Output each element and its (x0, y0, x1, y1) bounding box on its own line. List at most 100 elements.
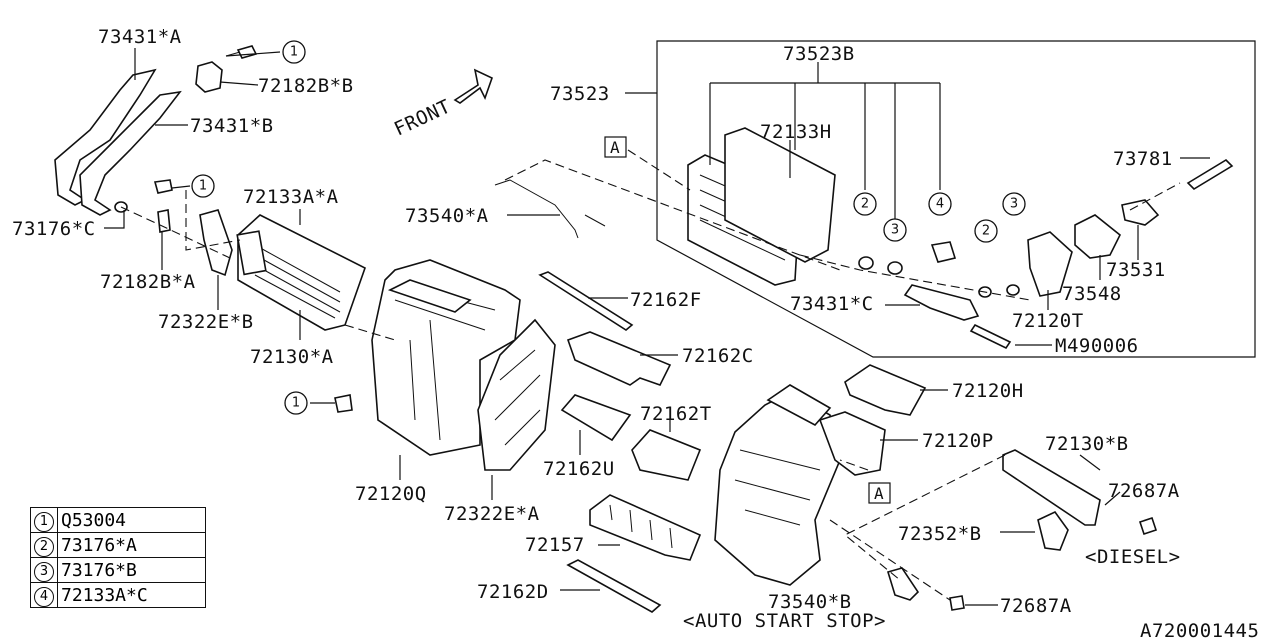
label-72322ea: 72322E*A (444, 503, 540, 525)
front-arrow: FRONT (391, 68, 493, 141)
duct-72120p (818, 411, 886, 476)
label-72120h: 72120H (952, 380, 1024, 402)
label-72162f: 72162F (630, 289, 702, 311)
svg-text:1: 1 (199, 179, 207, 194)
partition-72322e-a (477, 318, 556, 471)
label-72130b: 72130*B (1045, 433, 1129, 455)
label-auto-start-stop: <AUTO START STOP> (683, 610, 886, 632)
callout-3-upper: 3 (883, 218, 907, 242)
callout-3-lower: 3 (1002, 192, 1026, 216)
legend-part: Q53004 (57, 507, 206, 533)
legend-part: 72133A*C (57, 582, 206, 608)
label-72133aa: 72133A*A (243, 186, 339, 208)
ref-a-upper-label: A (610, 138, 620, 157)
legend-num: 2 (34, 536, 54, 557)
label-73431b: 73431*B (190, 115, 274, 137)
bolt-72687a-lower (949, 595, 965, 611)
legend-part: 73176*A (57, 532, 206, 558)
label-72352b: 72352*B (898, 523, 982, 545)
label-72182ba: 72182B*A (100, 271, 196, 293)
legend-row: 3 73176*B (30, 557, 206, 583)
ref-a-lower-label: A (874, 484, 884, 503)
legend-row: 2 73176*A (30, 532, 206, 558)
label-73540a: 73540*A (405, 205, 489, 227)
label-73523b: 73523B (783, 43, 855, 65)
label-72120q: 72120Q (355, 483, 427, 505)
label-73531: 73531 (1106, 259, 1166, 281)
legend-row: 1 Q53004 (30, 507, 206, 533)
gasket-73548 (1074, 214, 1122, 259)
label-72322eb: 72322E*B (158, 311, 254, 333)
seal-72162t (631, 429, 702, 481)
clip-72182b-b (195, 61, 223, 93)
housing-right (714, 384, 841, 586)
cover-72120t (1027, 231, 1073, 297)
label-72130a: 72130*A (250, 346, 334, 368)
label-73548: 73548 (1062, 283, 1122, 305)
sensor-73540b (886, 567, 920, 601)
clip-72182b-a (157, 209, 171, 233)
svg-text:2: 2 (982, 224, 990, 239)
heater-core-72133a-a (236, 214, 366, 331)
svg-text:2: 2 (861, 197, 869, 212)
housing-72120q (371, 259, 521, 456)
label-72120t: 72120T (1012, 310, 1084, 332)
svg-text:1: 1 (292, 396, 300, 411)
bolt-m490006 (969, 323, 1012, 350)
heater-72130b (1002, 449, 1101, 526)
screw-mid (334, 394, 353, 413)
legend-row: 4 72133A*C (30, 582, 206, 608)
label-72120p: 72120P (922, 430, 994, 452)
callout-4: 4 (928, 192, 952, 216)
label-73781: 73781 (1113, 148, 1173, 170)
label-73523: 73523 (550, 83, 610, 105)
front-label: FRONT (391, 95, 454, 140)
ref-box-a-lower (868, 482, 891, 504)
evaporator-72133h (687, 127, 836, 286)
valve-73531 (1121, 199, 1160, 226)
legend-part: 73176*B (57, 557, 206, 583)
legend-num: 4 (34, 586, 54, 607)
subassembly-box (656, 40, 1256, 358)
guide-lines (120, 149, 1181, 601)
screw-left (153, 179, 173, 194)
legend-num: 1 (34, 511, 54, 532)
ref-box-a-upper (604, 136, 627, 158)
rod-72162f (538, 271, 634, 331)
label-73431a: 73431*A (98, 26, 182, 48)
gasket-72162c (566, 331, 672, 386)
label-72162c: 72162C (682, 345, 754, 367)
svg-text:1: 1 (290, 45, 298, 60)
callout-1-top: 1 (282, 40, 306, 64)
harness-73540a (494, 179, 606, 239)
pipe-73431c (903, 284, 980, 321)
label-diesel: <DIESEL> (1085, 546, 1181, 568)
label-72157: 72157 (525, 534, 585, 556)
label-72162t: 72162T (640, 403, 712, 425)
label-72133h: 72133H (760, 121, 832, 143)
oring-2-upper (858, 256, 874, 270)
callout-2-lower: 2 (974, 219, 998, 243)
label-73176c: 73176*C (12, 218, 96, 240)
label-72687a-upper: 72687A (1108, 480, 1180, 502)
label-73431c: 73431*C (790, 293, 874, 315)
filter-72157 (589, 494, 702, 561)
clip-72352b (1037, 510, 1069, 551)
label-72687a-lower: 72687A (1000, 595, 1072, 617)
bolt-72687a-upper (1138, 516, 1158, 536)
label-72182bb: 72182B*B (258, 75, 354, 97)
bolt-73781 (1186, 158, 1234, 191)
heater-hose-pair (54, 68, 182, 216)
oring-3-upper (887, 261, 903, 275)
callout-1-mid: 1 (284, 391, 308, 415)
callout-legend: 1 Q53004 2 73176*A 3 73176*B 4 72133A*C (30, 507, 206, 608)
svg-text:3: 3 (1010, 197, 1018, 212)
leader-lines (104, 48, 1210, 606)
svg-text:4: 4 (936, 197, 944, 212)
label-73540b: 73540*B (768, 591, 852, 613)
label-72162u: 72162U (543, 458, 615, 480)
callout-1-left: 1 (191, 174, 215, 198)
oring-3-lower (1006, 284, 1020, 296)
seal-72162u (560, 394, 632, 442)
